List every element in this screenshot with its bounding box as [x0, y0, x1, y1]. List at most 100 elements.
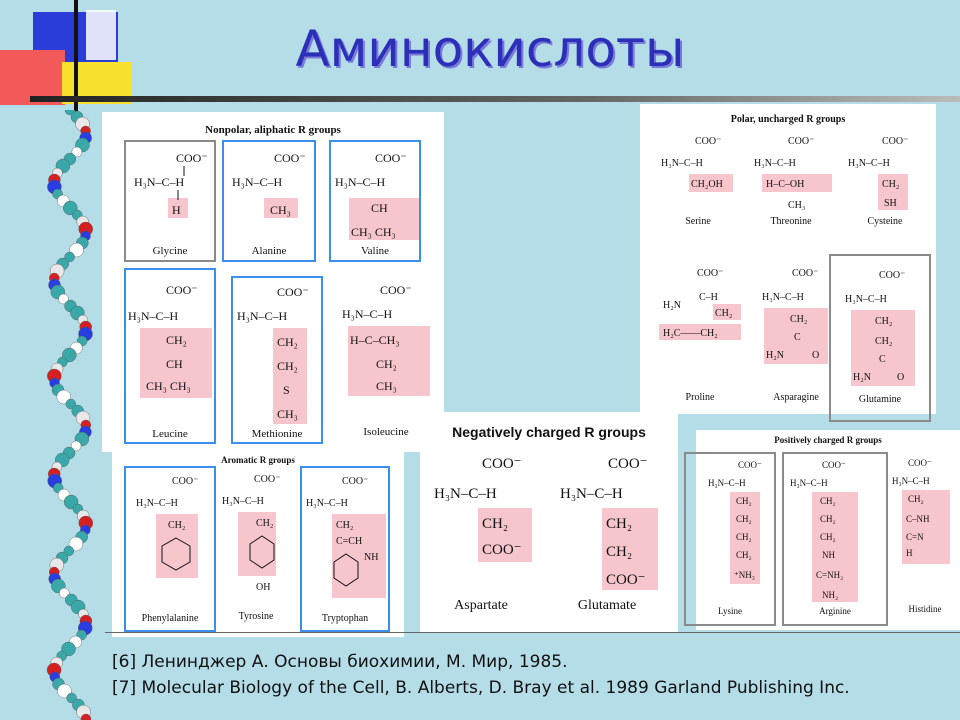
svg-text:H₃N–C–H: H₃N–C–H	[708, 478, 746, 488]
svg-text:CH₂: CH₂	[736, 550, 752, 560]
svg-text:COO⁻: COO⁻	[277, 285, 309, 299]
card-threonine: COO⁻ H₃N–C–H H–C–OH CH₃ Threonine	[748, 128, 834, 232]
svg-text:CH₂OH: CH₂OH	[691, 179, 723, 190]
card-histidine: COO⁻ H₃N–C–H CH₂ C–NH C=N H Histidine	[892, 452, 958, 626]
svg-text:H₃N–C–H: H₃N–C–H	[237, 309, 288, 323]
svg-text:CH₃: CH₃	[270, 203, 291, 217]
name-histidine: Histidine	[908, 604, 942, 614]
svg-text:CH₂: CH₂	[820, 496, 836, 506]
svg-text:CH: CH	[371, 201, 388, 215]
svg-text:COO⁻: COO⁻	[908, 458, 932, 468]
svg-text:COO⁻: COO⁻	[606, 572, 646, 588]
svg-text:C–NH: C–NH	[906, 514, 930, 524]
svg-text:COO⁻: COO⁻	[822, 460, 846, 470]
svg-text:COO⁻: COO⁻	[482, 542, 522, 558]
svg-text:CH₂: CH₂	[820, 514, 836, 524]
svg-text:O: O	[812, 350, 819, 361]
card-phenylalanine: COO⁻ H₃N–C–H CH₂ Phenylalanine	[124, 466, 216, 632]
svg-text:COO⁻: COO⁻	[380, 283, 412, 297]
svg-text:NH: NH	[364, 552, 378, 563]
name-cysteine: Cysteine	[867, 216, 903, 227]
svg-text:⁺NH₃: ⁺NH₃	[734, 570, 755, 580]
panel-aromatic-title: Aromatic R groups	[221, 455, 295, 465]
svg-text:CH₂: CH₂	[790, 314, 807, 325]
decor-red-square	[0, 50, 65, 105]
name-phenylalanine: Phenylalanine	[141, 613, 199, 624]
card-valine: COO⁻ H₃N–C–H CH CH₃ CH₃ Valine	[329, 140, 421, 262]
card-leucine: COO⁻ H₃N–C–H CH₂ CH CH₃ CH₃ Leucine	[124, 268, 216, 444]
svg-text:COO⁻: COO⁻	[792, 268, 818, 279]
svg-text:COO⁻: COO⁻	[172, 476, 198, 487]
svg-text:H₃N–C–H: H₃N–C–H	[845, 294, 887, 305]
svg-text:H₃N–C–H: H₃N–C–H	[128, 309, 179, 323]
card-alanine: COO⁻ H₃N–C–H CH₃ Alanine	[222, 140, 316, 262]
svg-text:CH₂: CH₂	[256, 518, 273, 529]
svg-text:COO⁻: COO⁻	[738, 460, 762, 470]
svg-text:COO⁻: COO⁻	[342, 476, 368, 487]
svg-text:COO⁻: COO⁻	[608, 456, 648, 472]
svg-text:CH₃ CH₃: CH₃ CH₃	[146, 379, 191, 393]
svg-text:H₃N–C–H: H₃N–C–H	[661, 158, 703, 169]
svg-text:SH: SH	[884, 198, 897, 209]
svg-text:H₃N–C–H: H₃N–C–H	[892, 476, 930, 486]
name-tryptophan: Tryptophan	[321, 613, 369, 624]
name-glutamate: Glutamate	[577, 598, 637, 613]
card-methionine: COO⁻ H₃N–C–H CH₂ CH₂ S CH₃ Methionine	[231, 276, 323, 444]
name-proline: Proline	[685, 392, 715, 403]
name-asparagine: Asparagine	[773, 392, 819, 403]
panel-negative-title: Negatively charged R groups	[452, 424, 646, 440]
svg-text:CH₂: CH₂	[715, 308, 732, 319]
svg-text:CH₂: CH₂	[168, 520, 185, 531]
divider	[105, 632, 960, 633]
name-methionine: Methionine	[251, 428, 303, 440]
svg-text:CH₂: CH₂	[820, 532, 836, 542]
name-threonine: Threonine	[770, 216, 812, 227]
svg-text:CH₃: CH₃	[376, 379, 397, 393]
svg-text:H₂N: H₂N	[663, 300, 681, 311]
svg-text:CH₂: CH₂	[376, 357, 397, 371]
panel-positive-title: Positively charged R groups	[774, 435, 882, 445]
svg-text:H₃N–C–H: H₃N–C–H	[232, 175, 283, 189]
svg-text:COO⁻: COO⁻	[254, 474, 280, 485]
card-lysine: COO⁻ H₃N–C–H CH₂ CH₂ CH₂ CH₂ ⁺NH₃ Lysine	[684, 452, 776, 626]
svg-text:H₃N–C–H: H₃N–C–H	[762, 292, 804, 303]
name-serine: Serine	[685, 216, 711, 227]
name-leucine: Leucine	[152, 428, 188, 440]
svg-text:CH: CH	[166, 357, 183, 371]
svg-text:CH₂: CH₂	[482, 516, 508, 532]
svg-text:H₃N–C–H: H₃N–C–H	[754, 158, 796, 169]
svg-text:CH₂: CH₂	[908, 494, 924, 504]
svg-text:C=N: C=N	[906, 532, 924, 542]
svg-text:OH: OH	[256, 582, 270, 593]
card-serine: COO⁻ H₃N–C–H CH₂OH Serine	[655, 128, 741, 232]
svg-text:O: O	[897, 372, 904, 383]
svg-text:H₃N–C–H: H₃N–C–H	[434, 486, 497, 502]
svg-text:CH₃ CH₃: CH₃ CH₃	[351, 225, 396, 239]
svg-text:H₂N: H₂N	[853, 372, 871, 383]
decor-horizontal-line	[30, 96, 960, 102]
svg-text:COO⁻: COO⁻	[882, 136, 908, 147]
svg-text:H₃N–C–H: H₃N–C–H	[790, 478, 828, 488]
svg-text:CH₂: CH₂	[277, 359, 298, 373]
citation-2: [7] Molecular Biology of the Cell, B. Al…	[112, 678, 850, 698]
svg-text:COO⁻: COO⁻	[375, 151, 407, 165]
svg-text:COO⁻: COO⁻	[697, 268, 723, 279]
svg-text:CH₂: CH₂	[736, 514, 752, 524]
svg-text:H–C–CH₃: H–C–CH₃	[350, 333, 400, 347]
svg-text:CH₂: CH₂	[606, 544, 632, 560]
panel-nonpolar-title: Nonpolar, aliphatic R groups	[205, 124, 341, 136]
svg-text:H–C–OH: H–C–OH	[766, 179, 804, 190]
panel-negative: Negatively charged R groups COO⁻ H₃N–C–H…	[420, 412, 678, 632]
svg-text:C=NH₂: C=NH₂	[816, 570, 843, 580]
svg-text:H₃N–C–H: H₃N–C–H	[848, 158, 890, 169]
svg-text:CH₂: CH₂	[606, 516, 632, 532]
decor-vertical-line	[74, 0, 78, 120]
citation-1: [6] Ленинджер А. Основы биохимии, М. Мир…	[112, 652, 568, 672]
card-glycine: COO⁻ H₃N–C–H H Glycine	[124, 140, 216, 262]
svg-text:H₃N–C–H: H₃N–C–H	[136, 498, 178, 509]
svg-text:H₂N: H₂N	[766, 350, 784, 361]
svg-text:H₂C——CH₂: H₂C——CH₂	[663, 328, 718, 339]
svg-text:NH₂: NH₂	[822, 590, 838, 600]
svg-text:C: C	[879, 354, 886, 365]
svg-text:NH: NH	[822, 550, 835, 560]
